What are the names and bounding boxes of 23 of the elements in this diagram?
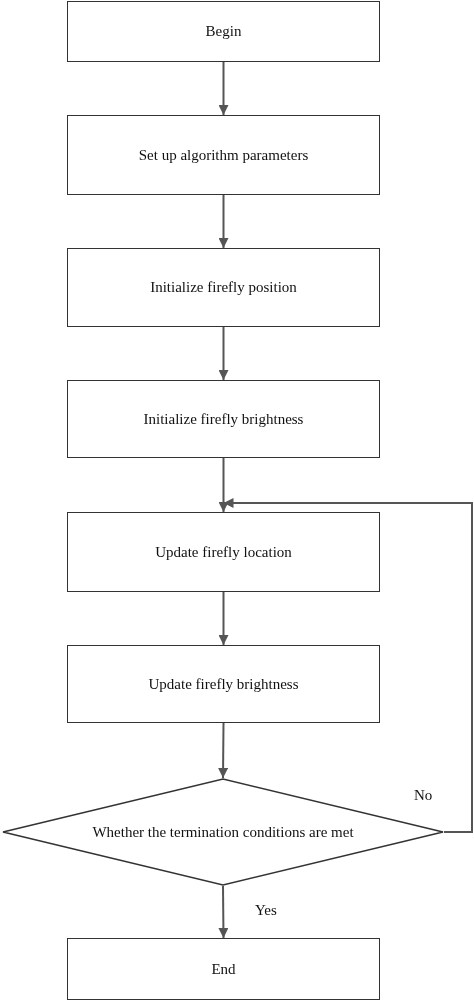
process-box xyxy=(67,248,380,327)
arrow xyxy=(218,885,229,939)
arrow xyxy=(222,498,473,833)
node-text: Initialize firefly position xyxy=(150,279,297,296)
process-box xyxy=(67,115,380,195)
process-box xyxy=(67,938,380,1000)
node-text: End xyxy=(211,960,236,978)
process-box xyxy=(67,1,380,62)
node-text: Initialize firefly brightness xyxy=(143,410,304,428)
process-box xyxy=(67,380,380,458)
process-box xyxy=(67,512,380,592)
arrow xyxy=(218,194,229,249)
arrow xyxy=(218,326,229,381)
process-box xyxy=(67,645,380,723)
arrow xyxy=(218,722,229,779)
node-text: Whether the termination conditions are met xyxy=(92,823,354,841)
arrow xyxy=(218,61,229,116)
arrow xyxy=(218,457,229,513)
node-text: Update firefly location xyxy=(155,543,292,561)
node-text: Update firefly brightness xyxy=(148,675,299,693)
node-text: Begin xyxy=(205,23,242,40)
arrow xyxy=(218,591,229,646)
node-text: Set up algorithm parameters xyxy=(138,146,309,164)
